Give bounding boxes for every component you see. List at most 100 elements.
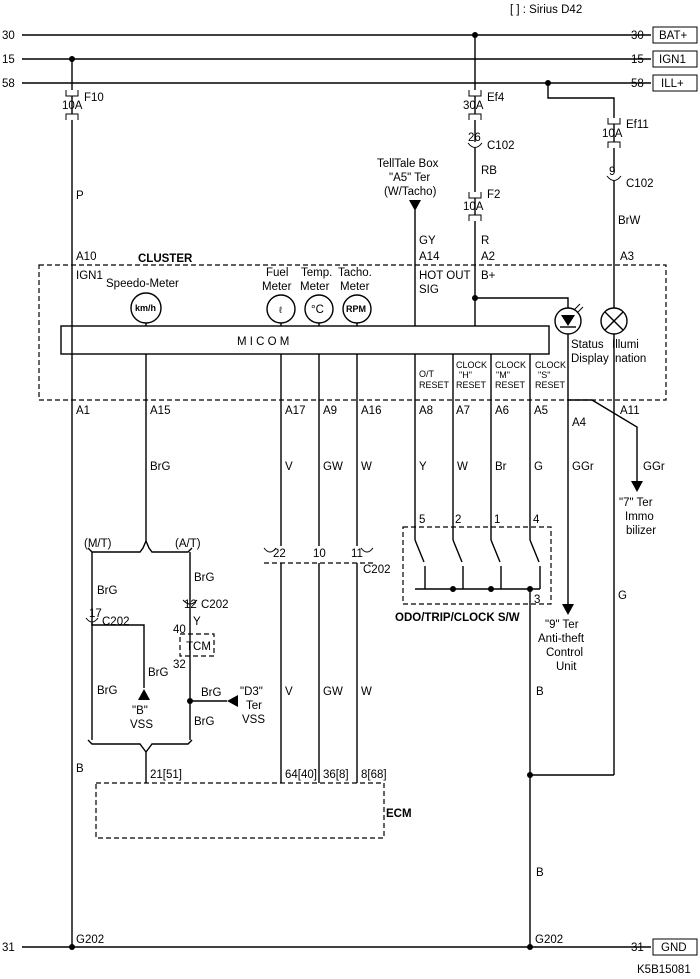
rail-ill-label: ILL+ — [661, 78, 684, 90]
reset-m-2: "M" — [496, 370, 510, 380]
wire-label-w: W — [361, 461, 372, 473]
fuel-label-1: Fuel — [266, 267, 288, 279]
connector-c102-26-pin: 26 — [468, 132, 481, 144]
antitheft-l3: Control — [546, 647, 583, 659]
pin-a8: A8 — [419, 405, 433, 417]
micom-label: M I C O M — [237, 336, 289, 348]
reset-s-2: "S" — [538, 370, 550, 380]
fuse-f2-name: F2 — [487, 189, 500, 201]
pin-a15: A15 — [150, 405, 170, 417]
trans-mt: (M/T) — [84, 538, 112, 550]
cluster: CLUSTER A10 A14 A2 A3 IGN1 HOT OUT SIG B… — [38, 251, 667, 429]
pin-a11: A11 — [620, 405, 640, 417]
wire-label-rb: RB — [481, 165, 497, 177]
rail-gnd: 31 31 GND — [2, 938, 698, 956]
rail-ign1-num-right: 15 — [631, 54, 644, 66]
ground-g202-right: G202 — [535, 934, 563, 946]
vss-d3-l2: Ter — [246, 700, 262, 712]
tcm-pin-40: 40 — [173, 624, 186, 636]
pin-a2: A2 — [481, 251, 495, 263]
rail-gnd-label: GND — [661, 942, 687, 954]
wire-label-brg-mt2: BrG — [97, 685, 118, 697]
ground-g202-left: G202 — [76, 934, 104, 946]
wire-label-v: V — [285, 461, 293, 473]
wire-label-ggr-a11: GGr — [643, 461, 665, 473]
switch-pin-1: 1 — [494, 514, 500, 526]
pin-a6: A6 — [495, 405, 509, 417]
wire-label-brw: BrW — [618, 215, 641, 227]
fuse-ef11-name: Ef11 — [626, 119, 649, 131]
reset-ot-1: O/T — [419, 369, 435, 379]
ecm-box: ECM 21[51] 64[40] 36[8] 8[68] — [95, 769, 412, 839]
trans-at: (A/T) — [175, 538, 201, 550]
switch-pin-5: 5 — [419, 514, 425, 526]
ecm-pin-21: 21[51] — [150, 769, 182, 781]
wire-label-b-gnd: B — [536, 867, 544, 879]
tacho-unit: RPM — [346, 304, 366, 314]
fuse-ef4-rating: 30A — [463, 100, 484, 112]
tcm-box: TCM 40 32 — [173, 624, 215, 671]
vss-b-l1: "B" — [132, 705, 148, 717]
immo-l2: Immo — [625, 511, 654, 523]
connector-c202-main: 22 10 11 C202 — [263, 547, 391, 576]
antitheft-l4: Unit — [556, 661, 577, 673]
temp-label-2: Meter — [300, 281, 330, 293]
reset-m-3: RESET — [495, 380, 526, 390]
reset-s-3: RESET — [535, 380, 566, 390]
illum-label-1: Illumi — [612, 339, 639, 351]
transmission-split: (M/T) (A/T) — [84, 538, 201, 740]
antitheft-l1: "9" Ter — [545, 619, 579, 631]
fuse-f10: F10 10A — [62, 59, 104, 120]
pin-a5: A5 — [534, 405, 548, 417]
pin-a9: A9 — [323, 405, 337, 417]
temp-label-1: Temp. — [301, 267, 332, 279]
wire-label-gy: GY — [419, 235, 436, 247]
fuse-ef4: Ef4 30A — [463, 35, 505, 120]
wire-label-g-illum: G — [618, 590, 627, 602]
tcm-pin-32: 32 — [173, 659, 186, 671]
wire-label-b-left: B — [76, 763, 84, 775]
label-hot-out: HOT OUT — [419, 270, 471, 282]
wire-label-v-ecm: V — [285, 686, 293, 698]
rail-bat-num-left: 30 — [2, 30, 15, 42]
rail-ign1-num-left: 15 — [2, 54, 15, 66]
connector-c202-12: 12 C202 — [182, 599, 229, 611]
ecm-name: ECM — [386, 808, 412, 820]
reset-h-3: RESET — [456, 380, 487, 390]
wire-label-gw-ecm: GW — [323, 686, 343, 698]
fuse-f10-rating: 10A — [62, 100, 83, 112]
pin-a7: A7 — [456, 405, 470, 417]
fuel-icon: ℓ — [279, 305, 283, 315]
pin-a1: A1 — [76, 405, 90, 417]
rail-ign1-label: IGN1 — [659, 54, 686, 66]
fuse-f2: F2 10A — [463, 189, 500, 221]
wire-label-brg-at2: BrG — [194, 716, 215, 728]
wire-label-y: Y — [419, 461, 427, 473]
pin-a17: A17 — [285, 405, 305, 417]
wire-label-p: P — [76, 190, 84, 202]
wire-label-brg-a15: BrG — [150, 461, 171, 473]
rail-bat-label: BAT+ — [659, 30, 688, 42]
illum-label-2: nation — [615, 353, 646, 365]
status-display-led — [554, 303, 584, 335]
reset-ot-2: RESET — [419, 380, 450, 390]
wire-label-ggr-a4: GGr — [572, 461, 594, 473]
status-label-2: Display — [571, 353, 609, 365]
c202-main-name: C202 — [363, 564, 391, 576]
vss-d3-l3: VSS — [242, 714, 265, 726]
wire-label-w-a7: W — [457, 461, 468, 473]
wire-label-w-ecm: W — [361, 686, 372, 698]
c202-pin-22: 22 — [273, 548, 286, 560]
reset-h-2: "H" — [459, 370, 472, 380]
rail-bat-num-right: 30 — [631, 30, 644, 42]
odo-trip-clock-switch: 5 2 1 4 3 ODO/TRIP/CLOCK S/W — [395, 514, 552, 624]
switch-pin-2: 2 — [455, 514, 461, 526]
rail-gnd-num-right: 31 — [631, 942, 644, 954]
label-bplus: B+ — [481, 270, 496, 282]
immobilizer: "7" Ter Immo bilizer — [619, 497, 656, 537]
antitheft-l2: Anti-theft — [538, 633, 585, 645]
wire-label-brg-mt1: BrG — [97, 585, 118, 597]
ecm-pin-8: 8[68] — [361, 769, 387, 781]
pin-a16: A16 — [361, 405, 381, 417]
reset-m-1: CLOCK — [495, 360, 526, 370]
